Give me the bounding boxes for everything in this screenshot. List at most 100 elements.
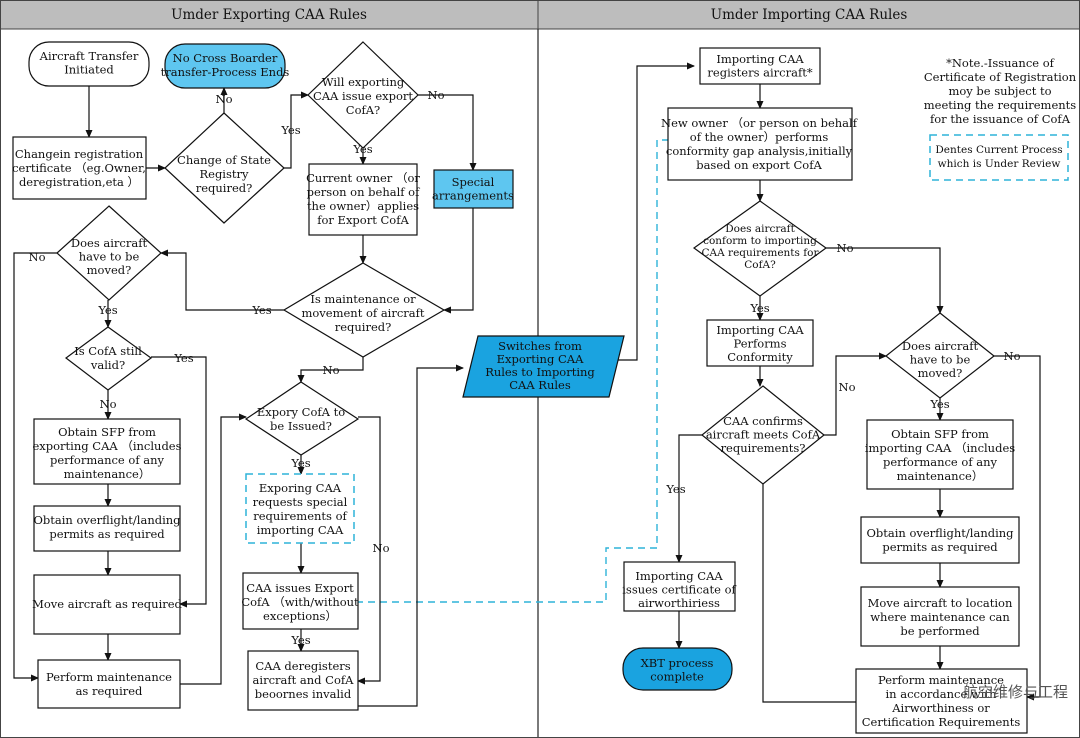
node-does-aircraft-moved-right-line: have to be (910, 353, 971, 367)
node-importing-registers-line: Importing CAA (716, 52, 804, 66)
node-change-registration-line: Changein registration (15, 147, 144, 161)
node-is-cofa-valid-shape (64, 326, 153, 391)
node-new-owner-shape (667, 107, 853, 181)
node-does-aircraft-moved-left-line: moved? (87, 263, 132, 277)
node-does-conform-line: Does aircraft (725, 223, 795, 235)
node-move-aircraft-right-shape (860, 586, 1020, 647)
node-importing-issues-shape (623, 561, 736, 612)
note-line: Certificate of Registration (924, 70, 1077, 84)
node-perform-maintenance-right-line: Airworthiness or (891, 701, 990, 715)
node-current-owner-line: for Export CofA (317, 213, 409, 227)
node-obtain-overflight-left-line: Obtain overflight/landing (33, 513, 181, 527)
node-change-state-line: Registry (199, 167, 249, 181)
node-perform-maintenance-left-line: Perform maintenance (46, 670, 172, 684)
node-caa-issues-export-shape (242, 572, 359, 630)
node-is-cofa-valid-line: Is CofA still (74, 344, 142, 358)
node-special-arrangements-line: Special (452, 175, 495, 189)
node-exporting-requests-shape (245, 473, 355, 544)
node-does-aircraft-moved-right-line: moved? (918, 366, 963, 380)
node-new-owner-line: conformity gap analysis,initially (666, 144, 853, 158)
node-switches-line: CAA Rules (509, 378, 571, 392)
node-will-exporting-line: CofA? (346, 103, 380, 117)
legend-line: which is Under Review (938, 158, 1061, 170)
header-right-title: Umder Importing CAA Rules (711, 7, 908, 23)
edge-moved-right-no-to-perform (994, 355, 1041, 701)
node-current-owner-line: the owner）applies (307, 199, 419, 213)
node-does-conform-line: CAA requirements for (702, 247, 820, 259)
watermark-text: 航空维修与工程 (963, 683, 1068, 701)
node-does-conform-line: conform to importing (703, 235, 817, 247)
edge-perform-right-to-confirms (759, 469, 856, 703)
edge-label-yes: Yes (290, 456, 310, 470)
node-does-aircraft-moved-left-line: have to be (79, 250, 140, 264)
node-obtain-sfp-export-line: exporting CAA （includes (32, 439, 181, 453)
edge-label-yes: Yes (352, 142, 372, 156)
node-special-arrangements-line: arrangements (432, 189, 514, 203)
node-move-aircraft-left-line: Move aircraft as required (32, 597, 182, 611)
node-obtain-overflight-left-shape (33, 505, 181, 552)
node-importing-performs-shape (706, 319, 814, 367)
node-obtain-overflight-right-line: Obtain overflight/landing (866, 526, 1014, 540)
node-change-state-line: Change of State (177, 153, 271, 167)
edge-label-yes: Yes (251, 303, 271, 317)
edge-maint-no-to-export-issued (297, 357, 364, 383)
node-aircraft-transfer-line: Initiated (64, 63, 114, 77)
node-no-cross-border-line: transfer-Process Ends (161, 65, 290, 79)
edge-moved-no-to-perform (13, 252, 57, 682)
node-no-cross-border-line: No Cross Boarder (173, 51, 278, 65)
edge-export-no-to-dereg (357, 416, 381, 685)
edge-label-no: No (216, 92, 233, 106)
node-obtain-sfp-export-line: Obtain SFP from (58, 425, 156, 439)
edge-label-yes: Yes (173, 351, 193, 365)
node-current-owner-shape (308, 163, 418, 236)
node-aircraft-transfer-shape (28, 41, 150, 87)
node-importing-registers-shape (699, 47, 821, 85)
node-xbt-complete-line: complete (650, 670, 704, 684)
node-is-maintenance-line: movement of aircraft (301, 306, 424, 320)
edge-confirms-no-to-moved (824, 352, 887, 436)
edge-label-no: No (428, 88, 445, 102)
node-is-maintenance-shape (282, 262, 446, 358)
node-obtain-sfp-export-line: maintenance） (64, 467, 151, 481)
node-does-aircraft-moved-left-line: Does aircraft (71, 236, 148, 250)
node-caa-deregisters-line: aircraft and CofA (253, 673, 355, 687)
edge-confirms-yes-to-issues (675, 434, 704, 563)
node-importing-performs-line: Importing CAA (716, 323, 804, 337)
node-export-cofa-issued-line: be Issued? (270, 419, 332, 433)
node-perform-maintenance-right-line: Perform maintenance (878, 673, 1004, 687)
header-left-title: Umder Exporting CAA Rules (171, 7, 367, 23)
node-importing-performs-line: Performs (733, 337, 786, 351)
node-is-maintenance-line: Is maintenance or (310, 292, 416, 306)
node-obtain-sfp-export-shape (33, 418, 181, 485)
edge-label-no: No (323, 363, 340, 377)
edge-conform-no-to-moved (826, 247, 944, 314)
header-right-bg (537, 0, 1080, 30)
node-caa-deregisters-shape (247, 650, 359, 711)
edge-label-no: No (373, 541, 390, 555)
node-obtain-sfp-import-line: performance of any (883, 455, 998, 469)
node-perform-maintenance-right-line: in accordance with (886, 687, 998, 701)
node-caa-issues-export-line: exceptions） (263, 609, 337, 623)
node-caa-confirms-line: requirements? (721, 441, 806, 455)
node-caa-deregisters-line: CAA deregisters (255, 659, 350, 673)
note-line: for the issuance of CofA (930, 112, 1071, 126)
node-does-conform-line: CofA? (744, 259, 776, 271)
node-aircraft-transfer-line: Aircraft Transfer (39, 49, 139, 63)
node-caa-confirms-line: aircraft meets CofA (706, 428, 821, 442)
